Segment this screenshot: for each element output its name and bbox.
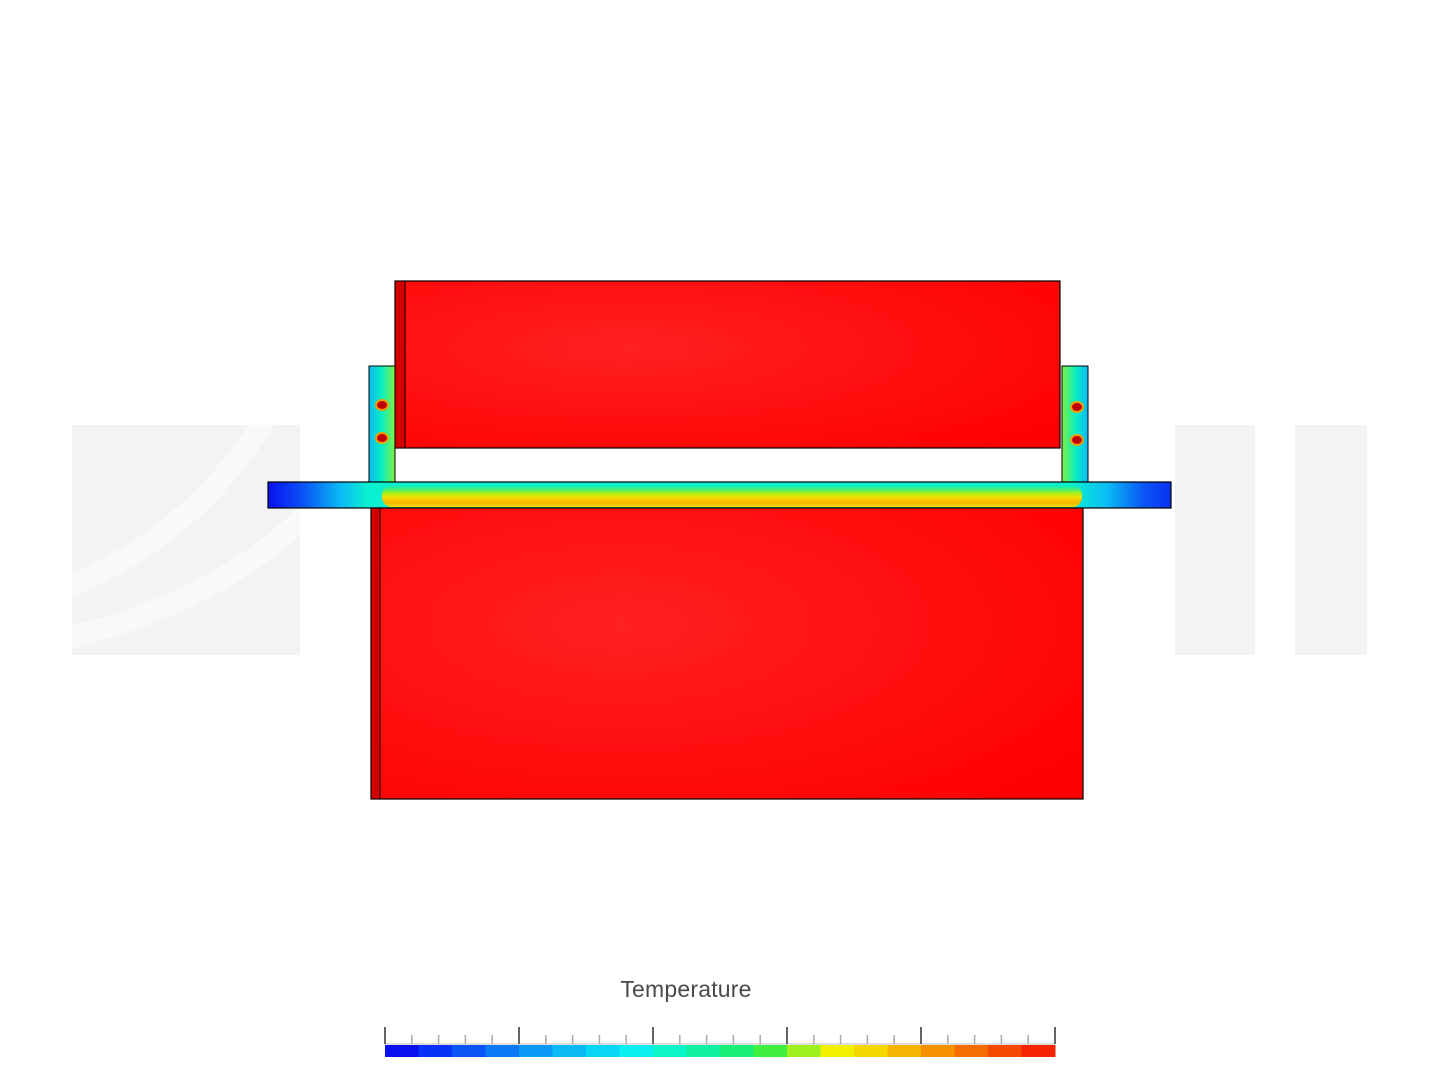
right-bolt-upper[interactable] [1070, 401, 1084, 413]
watermark-logo [72, 425, 1367, 655]
temperature-color-bar [385, 1045, 1056, 1057]
left-bolt-lower[interactable] [375, 432, 389, 444]
upper-heat-block[interactable] [394, 280, 1061, 449]
color-bar-segment [552, 1045, 587, 1057]
color-bar-segment [1021, 1045, 1056, 1057]
color-bar-segment [485, 1045, 520, 1057]
color-bar-segment [653, 1045, 687, 1057]
legend-title: Temperature [620, 976, 752, 1002]
color-bar-segment [787, 1045, 821, 1057]
color-bar-segment [619, 1045, 654, 1057]
color-bar-segment [418, 1045, 453, 1057]
left-bolt-upper[interactable] [375, 399, 389, 411]
color-bar-segment [854, 1045, 888, 1057]
color-bar-segment [519, 1045, 553, 1057]
color-bar-segment [720, 1045, 754, 1057]
lower-heat-block[interactable] [370, 507, 1084, 800]
color-bar-segment [586, 1045, 620, 1057]
color-bar-segment [921, 1045, 955, 1057]
color-bar-segment [887, 1045, 922, 1057]
right-bolt-lower[interactable] [1070, 434, 1084, 446]
color-bar-segment [385, 1045, 419, 1057]
upper-block-edge [394, 280, 406, 449]
cold-plate-heat-band [382, 485, 1082, 507]
color-bar-segment [820, 1045, 855, 1057]
color-bar-segment [452, 1045, 486, 1057]
right-bracket[interactable] [1061, 365, 1089, 483]
color-bar-segment [686, 1045, 721, 1057]
lower-block-edge [370, 507, 381, 800]
color-bar-segment [988, 1045, 1022, 1057]
left-bracket[interactable] [368, 365, 396, 483]
color-bar-segment [954, 1045, 989, 1057]
temperature-scale-ticks [384, 1027, 1056, 1045]
watermark-swoosh [56, 414, 329, 651]
color-bar-segment [753, 1045, 788, 1057]
